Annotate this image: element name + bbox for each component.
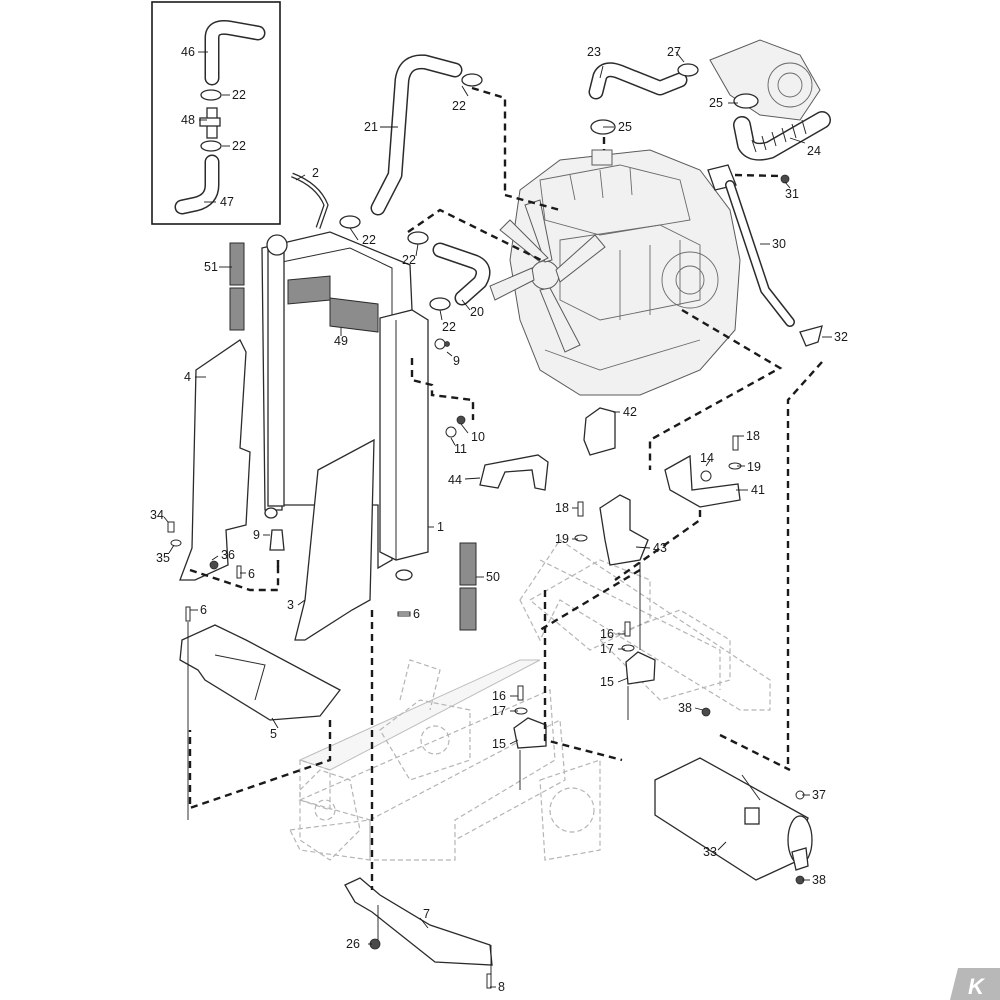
- callout-22-c: 22: [452, 99, 466, 113]
- callout-44: 44: [448, 473, 462, 487]
- callout-1: 1: [437, 520, 444, 534]
- callout-labels: 46 22 48 22 47 2 21 22 22 22 22 20 23 27…: [150, 45, 848, 994]
- callout-3: 3: [287, 598, 294, 612]
- cooling-fan: [489, 199, 606, 353]
- callout-34: 34: [150, 508, 164, 522]
- callout-42: 42: [623, 405, 637, 419]
- callout-6-a: 6: [248, 567, 255, 581]
- callout-9-a: 9: [453, 354, 460, 368]
- callout-25-b: 25: [709, 96, 723, 110]
- callout-24: 24: [807, 144, 821, 158]
- callout-5: 5: [270, 727, 277, 741]
- callout-15-a: 15: [600, 675, 614, 689]
- callout-16-b: 16: [492, 689, 506, 703]
- exhaust-pipe-30: [707, 164, 823, 347]
- callout-14: 14: [700, 451, 714, 465]
- callout-36: 36: [221, 548, 235, 562]
- bracket-42: [583, 407, 616, 456]
- callout-22-f: 22: [442, 320, 456, 334]
- callout-41: 41: [751, 483, 765, 497]
- callout-48: 48: [181, 113, 195, 127]
- callout-32: 32: [834, 330, 848, 344]
- callout-30: 30: [772, 237, 786, 251]
- engine-block: [489, 39, 821, 396]
- bracket-7: [344, 877, 493, 966]
- assembly-lines: [188, 86, 823, 890]
- chassis-frame-ghost: [289, 539, 771, 861]
- callout-23: 23: [587, 45, 601, 59]
- side-panel-3: [294, 438, 375, 641]
- callout-19-a: 19: [747, 460, 761, 474]
- callout-27: 27: [667, 45, 681, 59]
- callout-50: 50: [486, 570, 500, 584]
- inset-hose-assembly: [174, 20, 266, 215]
- bottom-plate-5: [179, 624, 341, 721]
- callout-9-b: 9: [253, 528, 260, 542]
- callout-38-a: 38: [678, 701, 692, 715]
- hose-clamps: [339, 63, 759, 311]
- radiator-1: [261, 231, 429, 581]
- callout-leaders: [163, 51, 832, 988]
- intake-hose-23: [588, 62, 688, 100]
- callout-43: 43: [653, 541, 667, 555]
- callout-21: 21: [364, 120, 378, 134]
- callout-16-a: 16: [600, 627, 614, 641]
- callout-11: 11: [454, 442, 467, 456]
- upper-radiator-hose-21: [370, 54, 463, 216]
- callout-10: 10: [471, 430, 485, 444]
- callout-6-b: 6: [200, 603, 207, 617]
- foam-strip-51: [229, 242, 245, 331]
- brand-logo-mark: K: [968, 974, 986, 999]
- inset-detail-box: [151, 1, 281, 225]
- callout-35: 35: [156, 551, 170, 565]
- callout-8: 8: [498, 980, 505, 994]
- bracket-43: [599, 494, 649, 566]
- side-panel-4: [179, 339, 251, 581]
- callout-22-d: 22: [362, 233, 376, 247]
- brand-logo: K: [950, 968, 1000, 1000]
- callout-26: 26: [346, 937, 360, 951]
- lower-hose-20: [432, 242, 491, 306]
- drop-lines: [187, 562, 641, 975]
- engine-mount-15b: [513, 717, 547, 749]
- callout-2: 2: [312, 166, 319, 180]
- callout-20: 20: [470, 305, 484, 319]
- callout-18-b: 18: [555, 501, 569, 515]
- fasteners: [167, 174, 805, 989]
- callout-19-b: 19: [555, 532, 569, 546]
- callout-22-b: 22: [232, 139, 246, 153]
- engine-mount-15a: [625, 651, 656, 685]
- callout-6-c: 6: [413, 607, 420, 621]
- callout-25-a: 25: [618, 120, 632, 134]
- callout-51: 51: [204, 260, 218, 274]
- bracket-41: [664, 454, 741, 508]
- foam-strip-50: [459, 542, 477, 631]
- air-duct-24: [733, 111, 831, 161]
- callout-38-b: 38: [812, 873, 826, 887]
- bracket-44: [479, 454, 549, 491]
- callout-49: 49: [334, 334, 348, 348]
- callout-22-a: 22: [232, 88, 246, 102]
- callout-37: 37: [812, 788, 826, 802]
- callout-46: 46: [181, 45, 195, 59]
- callout-47: 47: [220, 195, 234, 209]
- muffler-33: [654, 757, 813, 881]
- callout-33: 33: [703, 845, 717, 859]
- callout-4: 4: [184, 370, 191, 384]
- callout-22-e: 22: [402, 253, 416, 267]
- callout-17-a: 17: [600, 642, 614, 656]
- callout-17-b: 17: [492, 704, 506, 718]
- callout-15-b: 15: [492, 737, 506, 751]
- callout-31: 31: [785, 187, 799, 201]
- callout-7: 7: [423, 907, 430, 921]
- callout-18-a: 18: [746, 429, 760, 443]
